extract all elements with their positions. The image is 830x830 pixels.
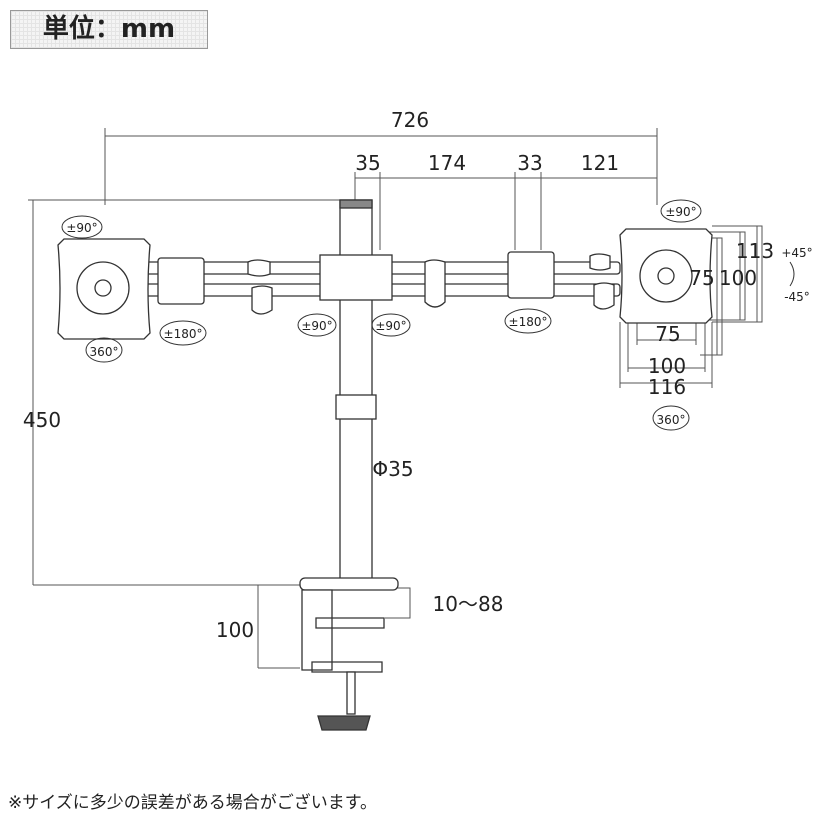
dimension-labels: 726 35 174 33 121 450 Φ35 10～88 100 75 1… — [23, 108, 774, 642]
rot-tilt-down: -45° — [784, 290, 810, 304]
rot-right-plate-bottom: 360° — [657, 413, 686, 427]
dim-vesa-v100: 100 — [719, 266, 757, 290]
dim-clamp-depth: 100 — [216, 618, 254, 642]
clamp-top — [299, 577, 399, 591]
rot-pole-right: ±90° — [375, 319, 406, 333]
cable-clip — [335, 394, 377, 420]
dim-121: 121 — [581, 151, 619, 175]
tolerance-note: ※サイズに多少の誤差がある場合がございます。 — [8, 793, 378, 813]
left-elbow — [157, 257, 205, 305]
unit-label: 単位：mm — [10, 10, 208, 49]
dimension-lines — [28, 128, 763, 669]
dim-174: 174 — [428, 151, 466, 175]
clamp-body — [301, 589, 385, 673]
rot-pole-left: ±90° — [301, 319, 332, 333]
rot-right-joint: ±180° — [509, 315, 548, 329]
dim-vesa-h75: 75 — [655, 322, 680, 346]
clamp-knob — [317, 715, 371, 731]
dim-33: 33 — [517, 151, 542, 175]
dim-plate-w: 116 — [648, 375, 686, 399]
rotation-labels: ±90° 360° ±180° ±90° ±90° ±180° ±90° 360… — [61, 199, 813, 431]
dim-clamp-range: 10～88 — [433, 592, 504, 616]
dim-vesa-h100: 100 — [648, 354, 686, 378]
pole-joint — [319, 254, 393, 301]
arm-drawing — [57, 199, 713, 731]
rot-tilt-up: +45° — [781, 246, 812, 260]
right-elbow — [507, 251, 555, 299]
rot-left-plate-bottom: 360° — [90, 345, 119, 359]
dim-plate-h: 113 — [736, 239, 774, 263]
rot-left-joint: ±180° — [164, 327, 203, 341]
dim-726: 726 — [391, 108, 429, 132]
dim-vesa-v75: 75 — [689, 266, 714, 290]
dim-450: 450 — [23, 408, 61, 432]
clamp-screw — [346, 671, 356, 715]
rot-left-plate-top: ±90° — [66, 221, 97, 235]
dim-35: 35 — [355, 151, 380, 175]
dim-phi35: Φ35 — [372, 457, 413, 481]
rot-right-plate-top: ±90° — [665, 205, 696, 219]
